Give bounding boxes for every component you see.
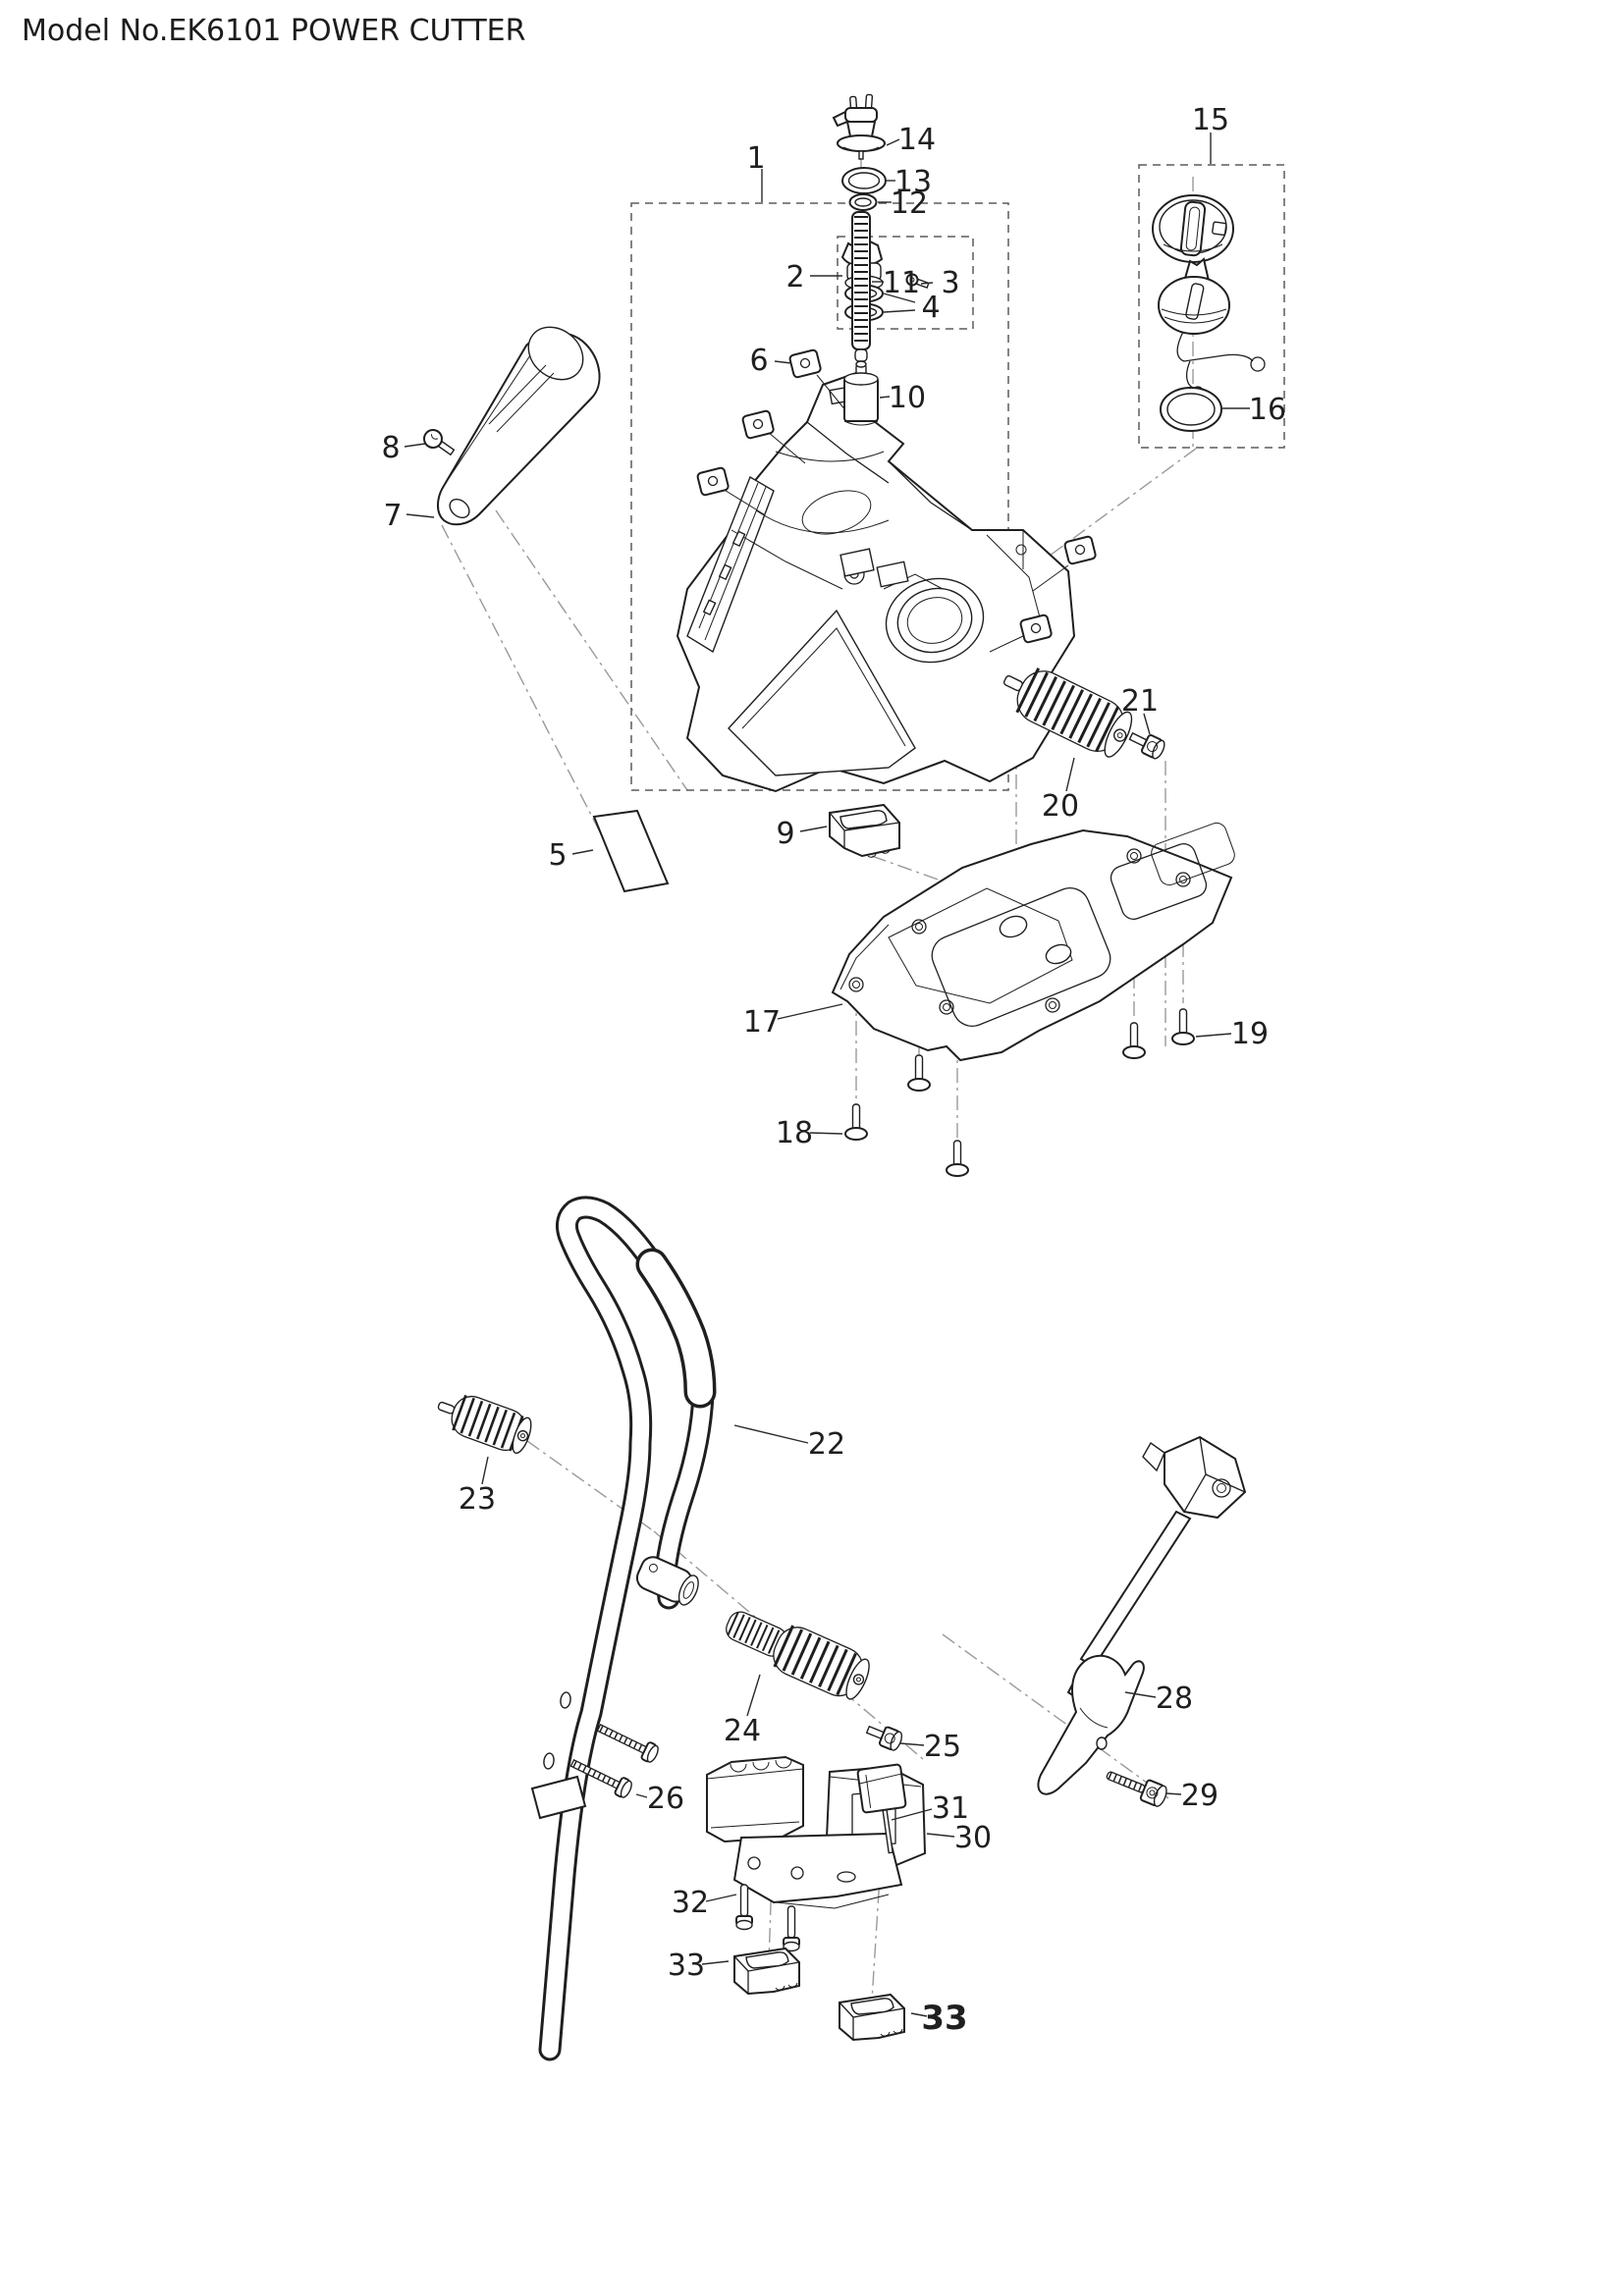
part-28-tool-holder	[1037, 1654, 1145, 1795]
callout-28: 28	[1156, 1682, 1193, 1716]
callout-17: 17	[743, 1005, 781, 1040]
callout-31: 31	[932, 1791, 969, 1826]
handle-end-sleeve	[635, 1556, 699, 1606]
callout-21: 21	[1121, 684, 1159, 719]
callout-11: 11	[883, 266, 920, 300]
part-23-damper-spring	[437, 1394, 532, 1455]
part-18-screws	[844, 1022, 1146, 1177]
part-5-label-plate	[592, 809, 670, 893]
callout-1: 1	[746, 141, 765, 176]
part-10-fuel-filter	[843, 360, 879, 426]
callout-13: 13	[894, 165, 932, 199]
part-30-handle-bracket	[706, 1755, 927, 1909]
part-33-foot-right	[839, 1993, 905, 2042]
part-15-fuel-cap-top	[1152, 194, 1234, 263]
part-22-handlebar	[530, 1196, 717, 2061]
tool-wrench-drawing	[1066, 1435, 1247, 1698]
callout-33-right: 33	[921, 1999, 967, 2038]
part-25-screw	[865, 1725, 903, 1751]
part-14-tank-vent	[832, 93, 886, 160]
part-7-grip-cover	[437, 326, 601, 526]
callout-15: 15	[1192, 103, 1229, 137]
part-15-fuel-cap-side	[1158, 257, 1230, 335]
callout-30: 30	[954, 1821, 992, 1855]
callout-8: 8	[381, 431, 400, 465]
callout-9: 9	[776, 817, 794, 851]
callout-32: 32	[672, 1886, 709, 1920]
callout-10: 10	[889, 381, 926, 415]
part-32-screws	[735, 1884, 800, 1952]
callout-5: 5	[548, 838, 567, 873]
part-29-screw	[1106, 1771, 1167, 1807]
page-title: Model No.EK6101 POWER CUTTER	[22, 14, 526, 48]
part-2-4-assembly-box	[837, 236, 974, 330]
callout-18: 18	[776, 1116, 813, 1150]
callout-29: 29	[1181, 1779, 1218, 1813]
callout-22: 22	[808, 1427, 845, 1462]
callout-6: 6	[749, 344, 768, 378]
part-12-o-ring	[848, 193, 878, 211]
callout-12: 12	[891, 187, 928, 221]
callout-23: 23	[459, 1482, 496, 1517]
callout-19: 19	[1231, 1017, 1269, 1051]
callout-7: 7	[383, 499, 402, 533]
part-1-housing-drawing	[676, 371, 1076, 793]
part-11-suction-spring	[851, 211, 871, 362]
part-33-foot-left	[733, 1947, 800, 1996]
part-13-o-ring	[841, 167, 887, 194]
part-16-o-ring	[1160, 387, 1222, 432]
callout-3: 3	[941, 266, 959, 300]
callout-33-left: 33	[668, 1949, 705, 1983]
part-31-block-pin	[856, 1763, 907, 1854]
part-17-bottom-plate	[831, 822, 1235, 1062]
callout-25: 25	[924, 1730, 961, 1764]
part-21-screw	[1128, 731, 1165, 760]
part-19-screw	[1171, 1008, 1195, 1045]
part-6-square-nuts	[696, 348, 1097, 653]
part-24-damper-spring	[726, 1611, 870, 1700]
callout-14: 14	[898, 123, 936, 157]
part-15-assembly-box	[1138, 164, 1285, 449]
plate-screw-holes	[848, 848, 1191, 1015]
callout-16: 16	[1249, 393, 1286, 427]
callout-24: 24	[724, 1714, 761, 1748]
part-9-foot-block	[829, 803, 900, 858]
callout-20: 20	[1042, 789, 1079, 824]
part-26-screws	[569, 1723, 659, 1798]
part-8-screw	[423, 429, 456, 456]
part-20-damper-spring	[1002, 667, 1133, 758]
callout-26: 26	[647, 1782, 684, 1816]
callout-leaders	[404, 133, 1250, 2017]
callout-2: 2	[785, 260, 804, 294]
callout-4: 4	[921, 291, 940, 325]
